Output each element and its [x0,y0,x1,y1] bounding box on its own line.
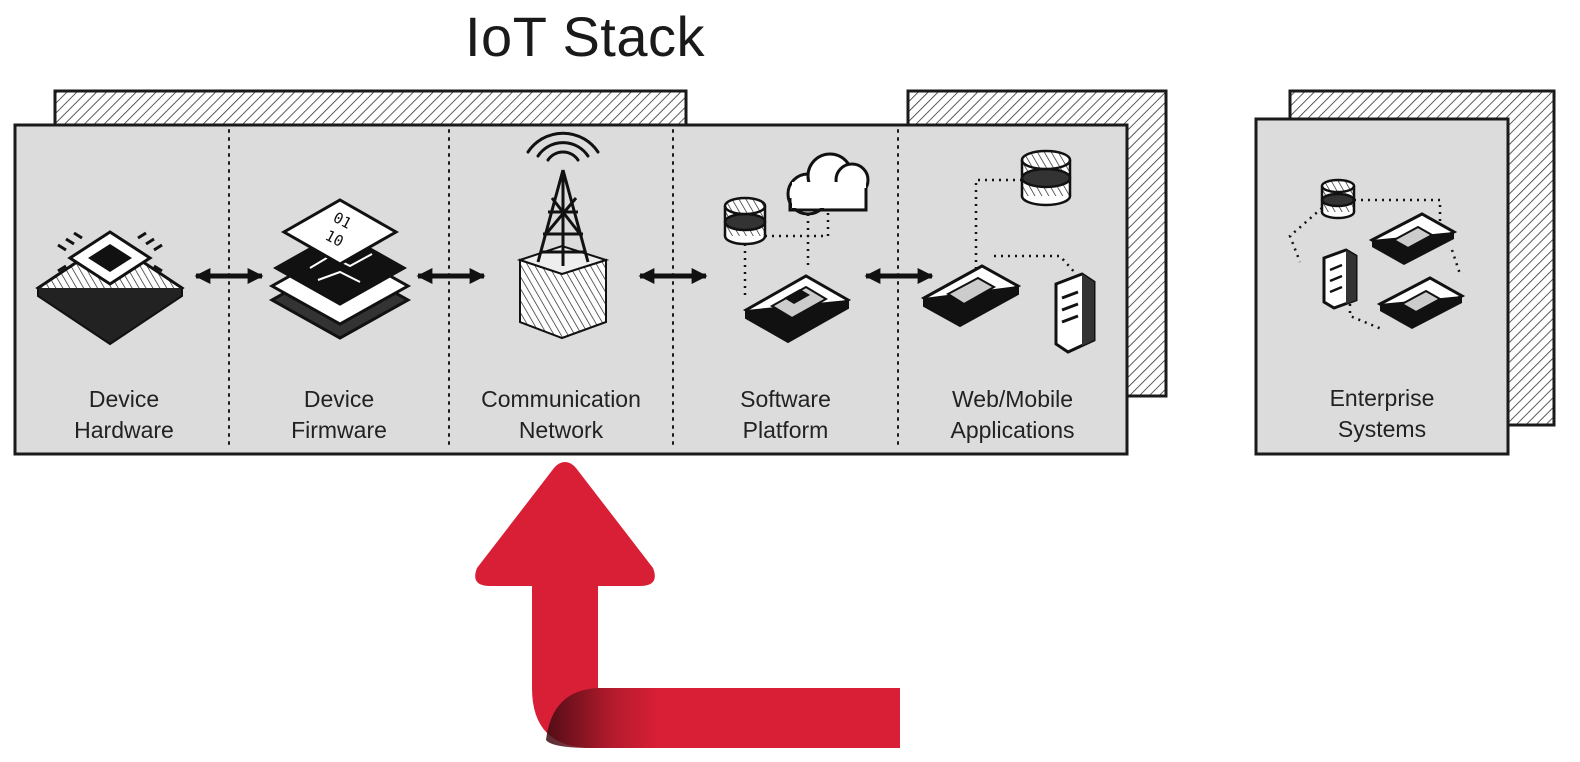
label-enterprise-systems: Enterprise Systems [1258,383,1506,445]
label-line: Enterprise [1329,385,1435,411]
mobile-apps-icon [920,149,1096,354]
label-communication-network: Communication Network [451,384,671,446]
label-device-hardware: Device Hardware [20,384,228,446]
firmware-layers-icon: 01 10 [268,198,412,340]
label-line: Web/Mobile [951,386,1074,412]
stage-dividers [228,129,899,451]
chip-icon [35,230,185,346]
label-line: Network [518,417,604,443]
label-line: Hardware [74,417,174,443]
label-line: Communication [481,386,641,412]
enterprise-panel [1254,117,1510,456]
label-line: Firmware [291,417,387,443]
cloud-platform-icon [723,152,870,344]
diagram-title: IoT Stack [464,5,705,68]
highlight-arrow [475,462,900,748]
label-line: Systems [1337,416,1427,442]
label-line: Device [303,386,375,412]
label-line: Software [740,386,831,412]
label-software-platform: Software Platform [675,384,896,446]
label-line: Applications [950,417,1075,443]
cell-tower-icon [516,131,610,340]
label-device-firmware: Device Firmware [231,384,447,446]
enterprise-network-icon [1288,178,1466,332]
label-web-mobile-applications: Web/Mobile Applications [900,384,1125,446]
label-line: Platform [742,417,829,443]
label-line: Device [88,386,160,412]
